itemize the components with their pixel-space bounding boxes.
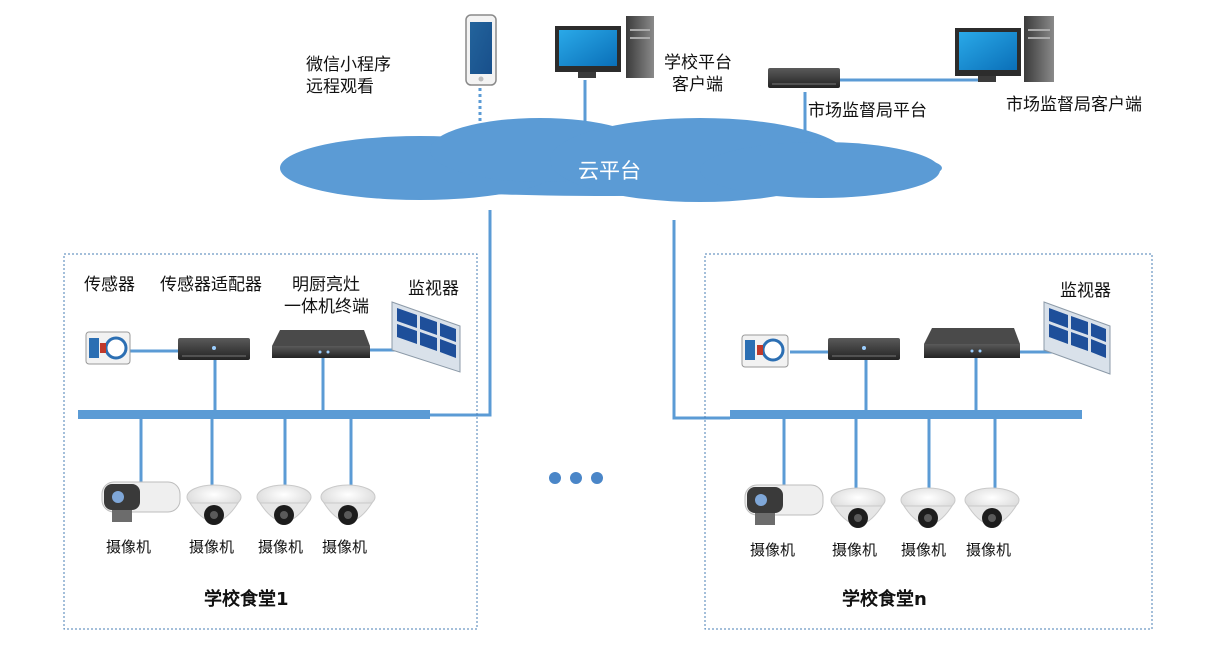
mini-program-label-line1: 微信小程序 [306,55,391,75]
canteen-n-box [704,253,1153,630]
market-platform-server-icon [768,68,840,88]
monitor-right-icon [1043,301,1111,375]
cloud-shape [280,118,942,202]
monitor-left-label: 监视器 [408,279,459,299]
canteen-n-label: 学校食堂n [842,589,927,610]
dome-camera-n-icon-1 [830,487,886,528]
mini-program-label-line2: 远程观看 [306,77,374,97]
camera-label: 摄像机 [750,541,796,559]
cloud-label: 云平台 [578,159,641,183]
market-client-pc-icon [955,16,1054,82]
market-client-label: 市场监督局客户端 [1006,95,1142,115]
dome-camera-icon-2 [256,484,312,525]
canteen-1-bus [78,410,430,419]
terminal-label-line1: 明厨亮灶 [292,275,360,295]
school-client-label-line2: 客户端 [672,75,723,95]
smartphone-icon [465,14,497,86]
cloud-to-canteen1-link [430,210,492,417]
camera-label: 摄像机 [322,538,368,556]
dome-camera-n-icon-2 [900,487,956,528]
bullet-camera-icon [101,481,181,522]
terminal-label-line2: 一体机终端 [284,297,369,317]
camera-label: 摄像机 [901,541,947,559]
camera-label: 摄像机 [106,538,152,556]
monitor-right-label: 监视器 [1060,281,1111,301]
market-platform-label: 市场监督局平台 [808,101,927,121]
canteen-1-box [63,253,478,630]
terminal-icon [272,330,370,358]
cloud-to-canteenn-link [672,220,730,420]
dome-camera-icon-1 [186,484,242,525]
sensor-icon [85,331,131,365]
camera-label: 摄像机 [832,541,878,559]
canteen-n-bus [730,410,1082,419]
ellipsis-dots [549,472,603,484]
sensor-label: 传感器 [84,275,135,295]
bullet-camera-n-icon [744,484,824,525]
terminal-n-icon [924,328,1020,358]
sensor-adapter-icon [178,338,250,360]
sensor-adapter-label: 传感器适配器 [160,275,262,295]
dome-camera-icon-3 [320,484,376,525]
sensor-n-icon [741,334,789,368]
camera-label: 摄像机 [966,541,1012,559]
camera-label: 摄像机 [189,538,235,556]
school-client-pc-icon [555,16,654,78]
canteen-1-label: 学校食堂1 [204,589,289,610]
dome-camera-n-icon-3 [964,487,1020,528]
camera-label: 摄像机 [258,538,304,556]
sensor-adapter-n-icon [828,338,900,360]
school-client-label-line1: 学校平台 [664,53,732,73]
monitor-left-icon [391,301,461,373]
